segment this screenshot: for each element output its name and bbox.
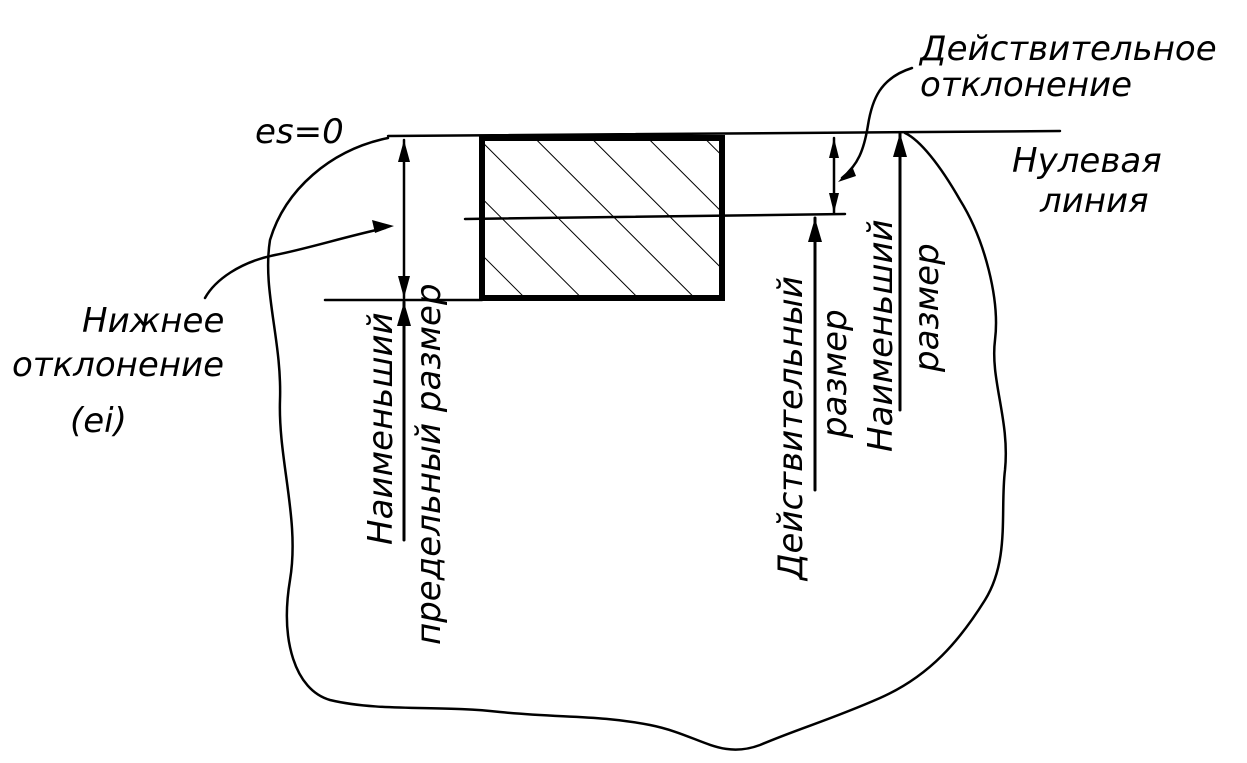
smallest-limit-size-arrow	[397, 300, 411, 542]
smallest-size-arrow	[893, 131, 907, 412]
actual-size-label-line1: Действительный	[771, 276, 811, 582]
actual-size-label-line2: размер	[815, 309, 855, 439]
smallest-limit-size-label-line1: Наименьший	[361, 312, 401, 545]
zero-line-label-line1: Нулевая	[1012, 141, 1162, 181]
actual-deviation-leader	[840, 66, 914, 180]
lower-deviation-leader-arrowhead	[372, 220, 394, 233]
es-label: es=0	[255, 112, 344, 152]
actual-deviation-dimension	[829, 136, 839, 215]
actual-deviation-label-line1: Действительное	[918, 29, 1217, 69]
actual-size-arrow	[808, 216, 822, 492]
lower-deviation-label-line3: (ei)	[70, 401, 127, 441]
lower-deviation-leader	[203, 226, 387, 300]
smallest-limit-size-label-line2: предельный размер	[409, 283, 449, 645]
lower-deviation-label-line1: Нижнее	[82, 301, 224, 341]
lower-deviation-dimension	[398, 138, 410, 300]
tolerance-zone	[479, 135, 725, 301]
smallest-size-label-line2: размер	[907, 243, 947, 373]
zero-line-label-line2: линия	[1039, 181, 1149, 221]
part-outline	[266, 131, 1008, 751]
actual-deviation-label-line2: отклонение	[920, 65, 1132, 105]
lower-deviation-label-line2: отклонение	[12, 345, 224, 385]
smallest-size-label-line1: Наименьший	[861, 219, 901, 452]
actual-deviation-leader-arrowhead	[838, 166, 856, 182]
